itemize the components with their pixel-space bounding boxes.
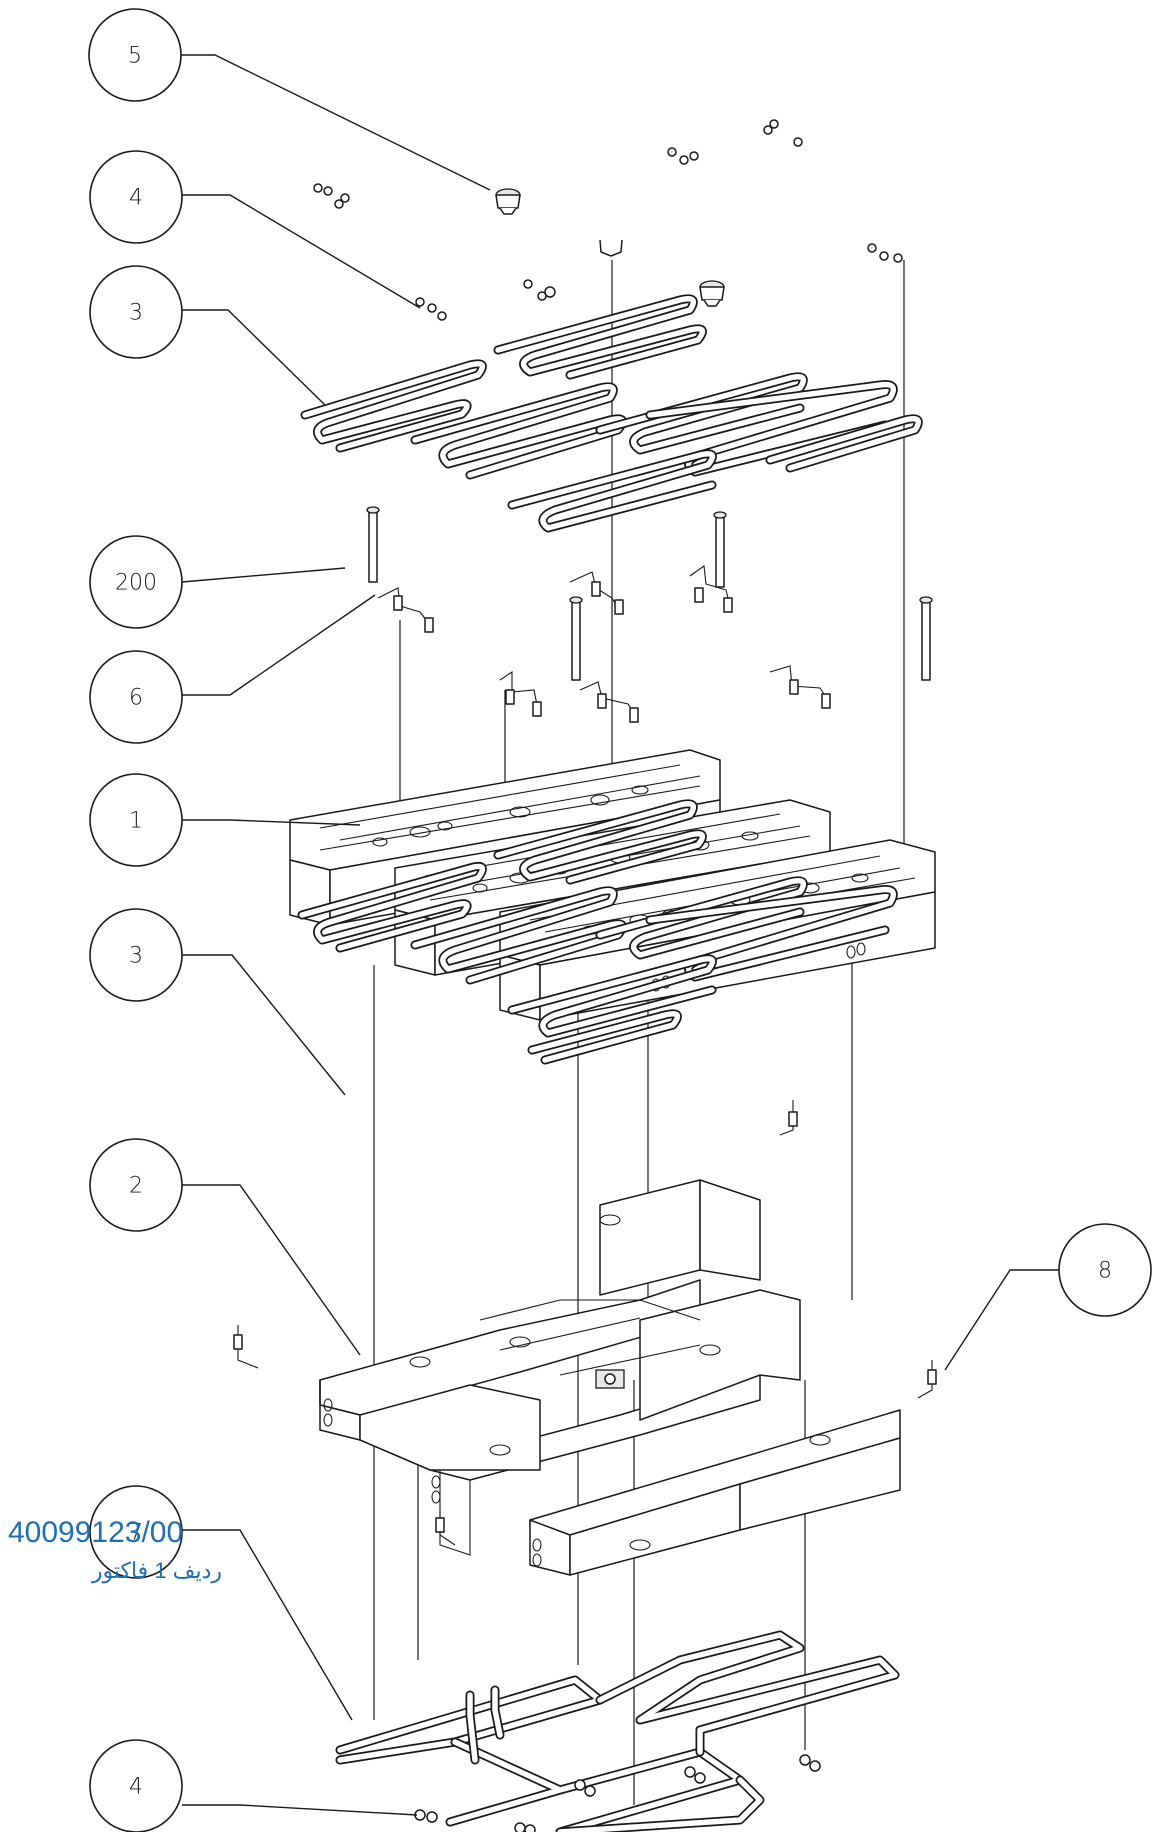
balloon-3-top: 3 [89, 265, 183, 359]
balloon-5: 5 [88, 8, 182, 102]
heater-tubes-top [300, 294, 923, 533]
balloon-2: 2 [89, 1138, 183, 1232]
document-number-annotation: 40099123/00 [8, 1516, 184, 1549]
bolts-200 [366, 506, 933, 681]
balloon-3-top-label: 3 [129, 301, 143, 326]
balloon-200: 200 [89, 535, 183, 629]
balloon-4-bottom: 4 [89, 1739, 183, 1832]
balloon-7-label: 7 [129, 1521, 143, 1546]
balloon-5-label: 5 [128, 44, 142, 69]
balloon-200-label: 200 [115, 571, 157, 596]
balloon-2-label: 2 [129, 1174, 143, 1199]
nut-fittings-top [313, 119, 903, 321]
bottom-heater-7 [335, 1630, 900, 1832]
balloon-6-label: 6 [129, 686, 143, 711]
balloon-3-mid: 3 [89, 908, 183, 1002]
side-fittings-8 [233, 1100, 937, 1546]
nut-fittings-bottom [414, 1754, 821, 1832]
cap-fitting-5 [495, 188, 725, 307]
leader-lines [168, 54, 1060, 1816]
balloon-4-top-label: 4 [129, 186, 143, 211]
balloon-1: 1 [89, 773, 183, 867]
balloon-7: 7 [89, 1485, 183, 1579]
balloon-4-top: 4 [89, 150, 183, 244]
balloon-4-bottom-label: 4 [129, 1775, 143, 1800]
base-frame-2 [319, 1179, 901, 1576]
balloon-8-label: 8 [1098, 1259, 1112, 1284]
thermocouple-fittings-6 [377, 565, 831, 723]
balloon-3-mid-label: 3 [129, 944, 143, 969]
balloon-1-label: 1 [129, 809, 143, 834]
balloon-8: 8 [1058, 1223, 1152, 1317]
heater-tubes-middle [297, 799, 898, 1065]
invoice-row-annotation: ردیف 1 فاکتور [91, 1558, 222, 1583]
balloon-6: 6 [89, 650, 183, 744]
